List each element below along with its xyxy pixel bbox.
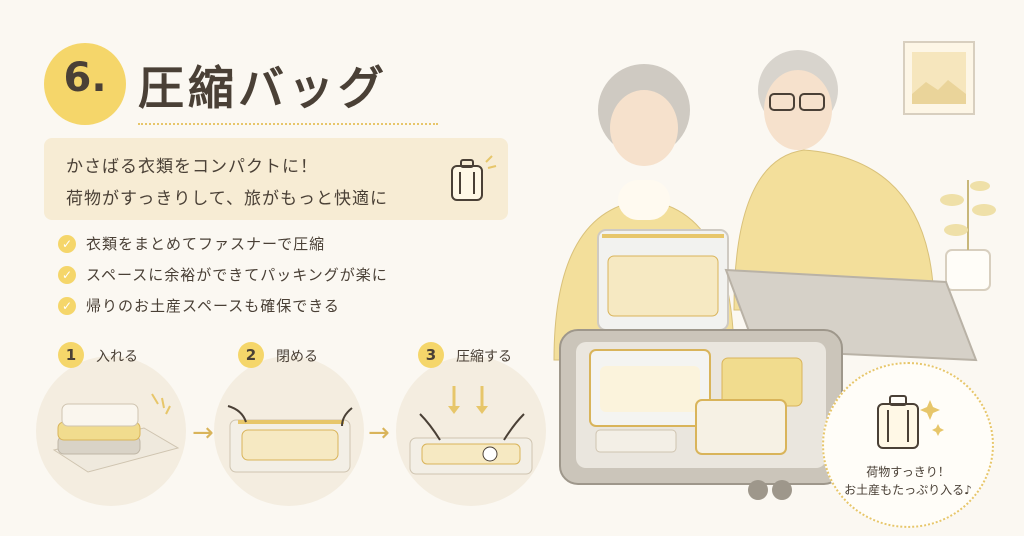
benefit-item-3: 帰りのお土産スペースも確保できる	[86, 297, 340, 315]
closing-bag-illustration	[227, 405, 353, 473]
callout-line-2: お土産もたっぷり入る♪	[844, 483, 972, 497]
step-1-label: 入れる	[96, 349, 138, 365]
arrow-right-icon: →	[192, 418, 214, 448]
suitcase-icon	[877, 395, 944, 449]
step-3-number: 3	[418, 342, 444, 368]
intro-line-2: 荷物がすっきりして、旅がもっと快適に	[66, 189, 388, 209]
check-icon: ✓	[58, 235, 76, 253]
step-2-number: 2	[238, 342, 264, 368]
check-icon: ✓	[58, 297, 76, 315]
arrow-right-icon: →	[368, 418, 390, 448]
step-3-circle	[396, 356, 546, 506]
folded-clothes-illustration	[52, 393, 180, 473]
title-divider	[138, 123, 438, 125]
callout-line-1: 荷物すっきり！	[866, 465, 950, 479]
section-number-badge	[44, 43, 126, 125]
couple-packing-illustration	[553, 41, 996, 500]
check-icon: ✓	[58, 266, 76, 284]
step-1-number: 1	[58, 342, 84, 368]
benefit-item-1: 衣類をまとめてファスナーで圧縮	[86, 235, 326, 253]
suitcase-icon	[451, 155, 497, 201]
benefit-item-2: スペースに余裕ができてパッキングが楽に	[86, 266, 388, 284]
step-3-label: 圧縮する	[456, 349, 512, 365]
intro-line-1: かさばる衣類をコンパクトに！	[66, 157, 318, 177]
intro-panel: かさばる衣類をコンパクトに！ 荷物がすっきりして、旅がもっと快適に	[44, 138, 508, 220]
page-title: 圧縮バッグ	[138, 61, 388, 115]
step-2-label: 閉める	[276, 349, 318, 365]
section-number: 6.	[63, 55, 107, 101]
compressing-bag-illustration	[409, 386, 533, 475]
